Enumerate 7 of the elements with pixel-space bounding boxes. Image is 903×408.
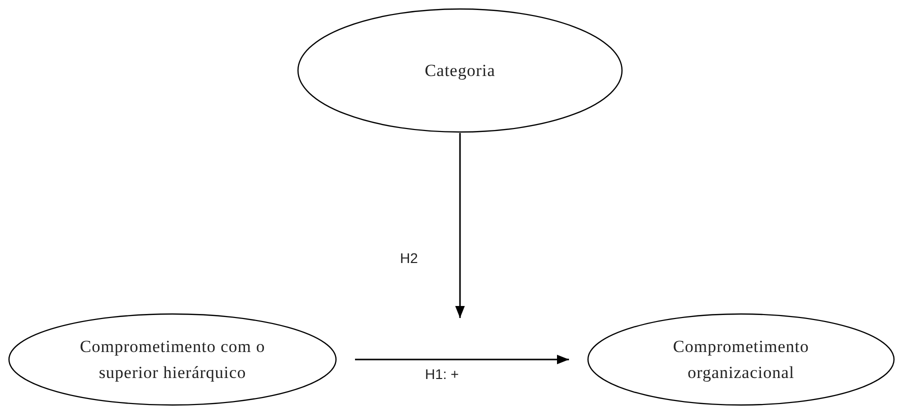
arrow: [455, 133, 465, 318]
node-label: Comprometimento com o superior hierárquico: [78, 336, 266, 384]
edge-label: H2: [398, 250, 420, 266]
edge-label: H1: +: [423, 366, 461, 382]
node-label: Comprometimento organizacional: [672, 336, 810, 384]
node-label: Categoria: [424, 60, 496, 82]
arrow: [355, 354, 569, 364]
